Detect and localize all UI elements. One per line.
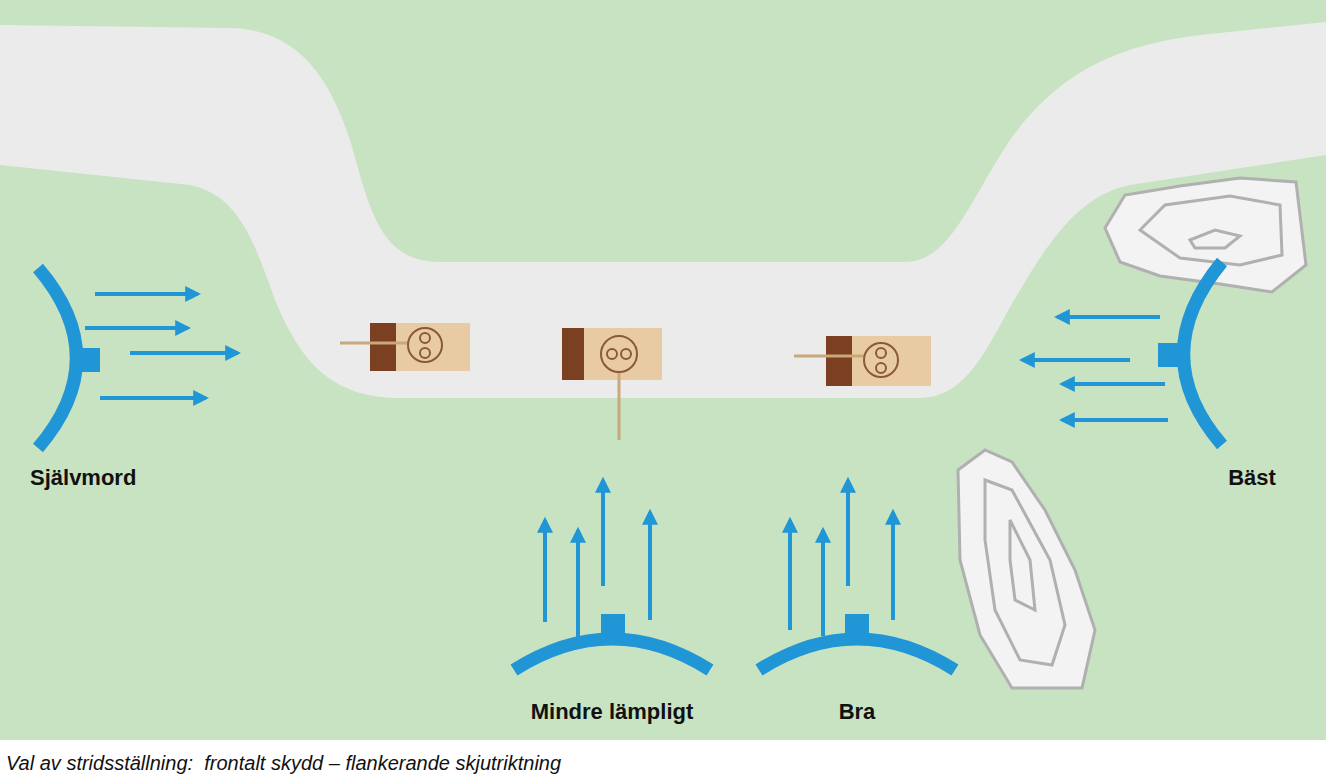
rock-outcrop (958, 450, 1095, 688)
position-label: Mindre lämpligt (531, 700, 694, 724)
position-label: Självmord (30, 466, 136, 490)
firing-position (38, 268, 238, 448)
position-label: Bäst (1228, 466, 1276, 490)
terrain-ground (0, 0, 1326, 740)
firing-position (514, 480, 710, 670)
firing-position (759, 480, 955, 670)
firing-position (1022, 262, 1222, 445)
road (0, 22, 1326, 398)
tank (794, 336, 931, 386)
position-label: Bra (839, 700, 876, 724)
tank (562, 328, 662, 440)
tank (340, 323, 470, 371)
figure-caption: Val av stridsställning: frontalt skydd –… (6, 752, 561, 774)
